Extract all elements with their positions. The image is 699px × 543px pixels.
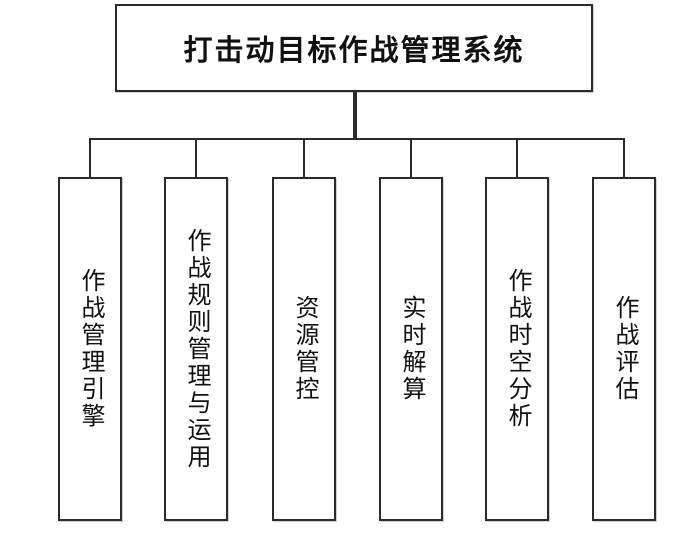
child-node-label: 作战时空分析 [504,268,531,430]
child-node-resource-control: 资源管控 [272,177,336,521]
child-node-label: 作战规则管理与运用 [183,227,210,471]
child-node-combat-management-engine: 作战管理引擎 [58,177,122,521]
child-node-combat-assessment: 作战评估 [592,177,656,521]
root-node-label: 打击动目标作战管理系统 [183,35,525,67]
stub-connector-line [89,138,91,177]
stub-connector-line [410,138,412,177]
child-node-label: 实时解算 [398,295,425,403]
trunk-connector-line [353,92,357,140]
child-node-label: 作战评估 [611,295,638,403]
child-node-spatiotemporal-analysis: 作战时空分析 [485,177,549,521]
stub-connector-line [623,138,625,177]
stub-connector-line [516,138,518,177]
root-node: 打击动目标作战管理系统 [115,4,593,92]
child-node-label: 作战管理引擎 [77,268,104,430]
horizontal-connector-line [89,138,625,140]
stub-connector-line [195,138,197,177]
stub-connector-line [303,138,305,177]
child-node-label: 资源管控 [291,295,318,403]
child-node-combat-rules-management: 作战规则管理与运用 [164,177,228,521]
child-node-realtime-solving: 实时解算 [379,177,443,521]
